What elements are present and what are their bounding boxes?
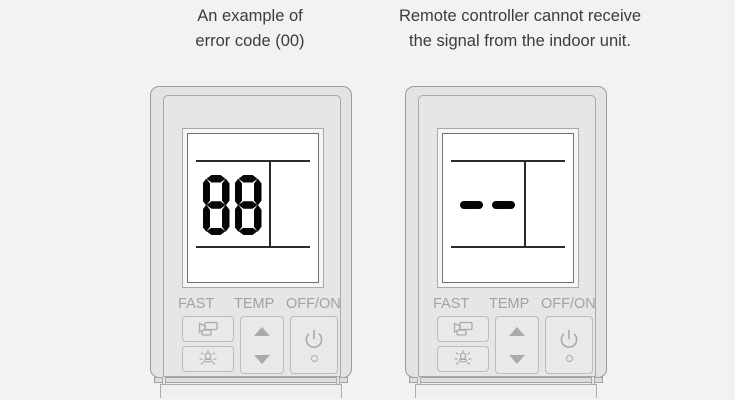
dash-indicator-row xyxy=(451,201,523,209)
segment-e xyxy=(235,205,243,232)
segment-f xyxy=(203,179,211,206)
remote-base-top xyxy=(154,377,348,383)
lcd-screen xyxy=(442,133,574,283)
segment-c xyxy=(254,205,262,232)
lcd-divider-bottom xyxy=(451,246,565,248)
triangle-up-icon[interactable] xyxy=(254,326,270,336)
button-label-row: FAST TEMP OFF/ON xyxy=(431,296,596,313)
label-temp: TEMP xyxy=(489,296,530,312)
label-fast: FAST xyxy=(178,296,215,312)
segment-f xyxy=(235,179,243,206)
lcd-screen xyxy=(187,133,319,283)
seven-segment-digit-2 xyxy=(235,175,262,235)
segment-d xyxy=(207,228,226,236)
remote-base-bottom xyxy=(160,384,342,398)
lcd-divider-bottom xyxy=(196,246,310,248)
lcd-divider-vertical xyxy=(269,160,271,248)
temp-button[interactable] xyxy=(240,316,284,374)
light-icon xyxy=(199,350,217,365)
triangle-down-icon[interactable] xyxy=(509,354,525,364)
seven-segment-digit-1 xyxy=(203,175,230,235)
lcd-bezel xyxy=(182,128,324,288)
fast-fan-button[interactable] xyxy=(437,316,489,342)
lcd-divider-vertical xyxy=(524,160,526,248)
lcd-bezel xyxy=(437,128,579,288)
remote-body: FAST TEMP OFF/ON xyxy=(150,86,352,378)
light-button[interactable] xyxy=(182,346,234,372)
led-indicator-icon xyxy=(310,354,318,362)
remote-base-top xyxy=(409,377,603,383)
segment-a xyxy=(207,175,226,183)
label-temp: TEMP xyxy=(234,296,275,312)
power-icon xyxy=(305,329,323,348)
segment-e xyxy=(203,205,211,232)
button-label-row: FAST TEMP OFF/ON xyxy=(176,296,341,313)
dash-glyph-2 xyxy=(491,201,515,209)
lcd-divider-top xyxy=(196,160,310,162)
lcd-readout-error-code xyxy=(196,164,268,246)
segment-c xyxy=(222,205,230,232)
remote-body: FAST TEMP OFF/ON xyxy=(405,86,607,378)
label-off-on: OFF/ON xyxy=(541,296,596,312)
fan-icon xyxy=(198,321,218,336)
led-indicator-icon xyxy=(565,354,573,362)
dash-glyph-1 xyxy=(459,201,483,209)
caption-right-no-signal: Remote controller cannot receive the sig… xyxy=(398,7,642,50)
remote-face-plate: FAST TEMP OFF/ON xyxy=(418,95,596,377)
fast-fan-button[interactable] xyxy=(182,316,234,342)
segment-d xyxy=(239,228,258,236)
segment-b xyxy=(222,179,230,206)
remote-controller-right: FAST TEMP OFF/ON xyxy=(405,86,607,400)
light-button[interactable] xyxy=(437,346,489,372)
remote-face-plate: FAST TEMP OFF/ON xyxy=(163,95,341,377)
label-fast: FAST xyxy=(433,296,470,312)
power-button[interactable] xyxy=(290,316,338,374)
label-off-on: OFF/ON xyxy=(286,296,341,312)
segment-g xyxy=(239,201,258,209)
lcd-readout-no-signal xyxy=(451,164,523,246)
triangle-down-icon[interactable] xyxy=(254,354,270,364)
segment-g xyxy=(207,201,226,209)
caption-left-error-code: An example of error code (00) xyxy=(195,7,305,50)
remote-base-bottom xyxy=(415,384,597,398)
temp-button[interactable] xyxy=(495,316,539,374)
segment-a xyxy=(239,175,258,183)
triangle-up-icon[interactable] xyxy=(509,326,525,336)
segment-b xyxy=(254,179,262,206)
power-icon xyxy=(560,329,578,348)
lcd-divider-top xyxy=(451,160,565,162)
power-button[interactable] xyxy=(545,316,593,374)
remote-controller-left: FAST TEMP OFF/ON xyxy=(150,86,352,400)
fan-icon xyxy=(453,321,473,336)
light-icon xyxy=(454,350,472,365)
